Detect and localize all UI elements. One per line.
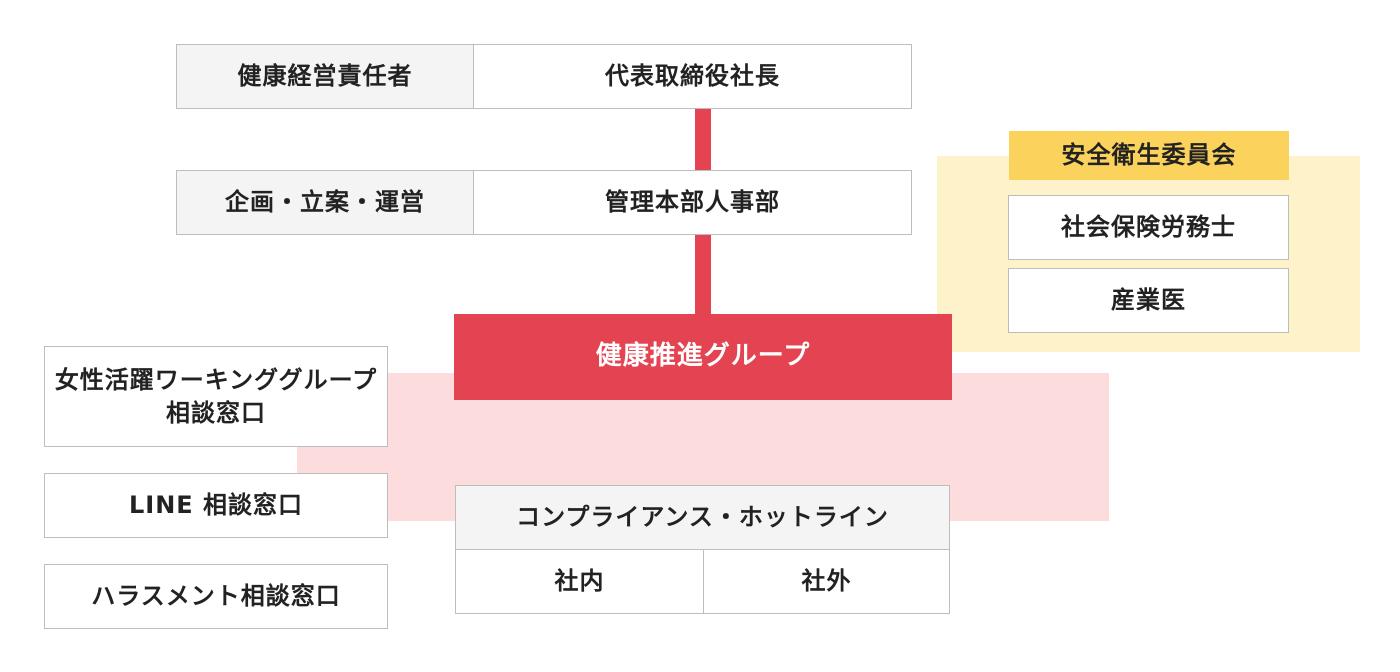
health-management-officer-label: 健康経営責任者 [176,44,474,109]
president-box: 代表取締役社長 [473,44,912,109]
harassment-consultation-box: ハラスメント相談窓口 [44,564,388,629]
committee-member-industrial-physician: 産業医 [1008,268,1289,333]
connector-top [695,108,711,171]
health-promotion-group-box: 健康推進グループ [454,314,952,400]
hotline-external-box: 社外 [703,549,950,614]
connector-middle [695,234,711,315]
planning-label: 企画・立案・運営 [176,170,474,235]
line-consultation-box: LINE 相談窓口 [44,473,388,538]
women-working-group-consultation-box: 女性活躍ワーキンググループ 相談窓口 [44,346,388,447]
hotline-internal-box: 社内 [455,549,704,614]
safety-health-committee-title: 安全衛生委員会 [1009,131,1289,180]
hr-department-box: 管理本部人事部 [473,170,912,235]
committee-member-labor-consultant: 社会保険労務士 [1008,195,1289,260]
compliance-hotline-title: コンプライアンス・ホットライン [455,485,950,550]
